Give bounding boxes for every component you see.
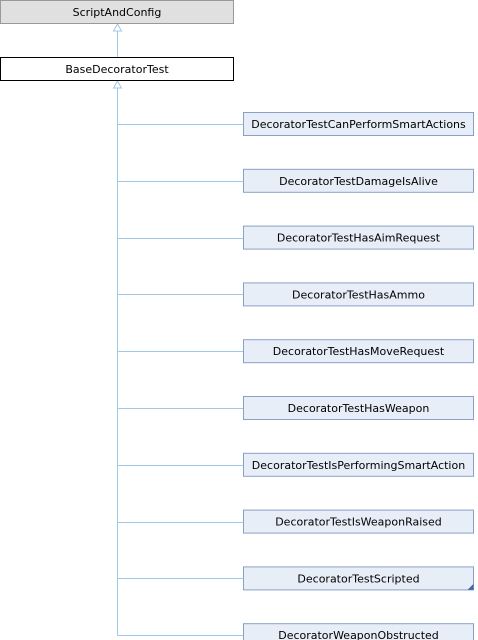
- inheritance-arrowhead: [112, 22, 123, 32]
- node-box: [243, 566, 474, 591]
- folded-corner-icon: [467, 583, 474, 590]
- node-label: DecoratorTestHasAmmo: [292, 288, 425, 301]
- node-box: [0, 57, 234, 81]
- node-script-and-config[interactable]: ScriptAndConfig: [0, 0, 234, 24]
- node-decorator-test-can-perform-smart-actions[interactable]: DecoratorTestCanPerformSmartActions: [243, 112, 474, 136]
- node-decorator-test-is-weapon-raised[interactable]: DecoratorTestIsWeaponRaised: [243, 509, 474, 534]
- node-box: [243, 339, 474, 364]
- node-box: [243, 509, 474, 534]
- node-label: DecoratorTestCanPerformSmartActions: [251, 118, 466, 131]
- node-decorator-test-has-ammo[interactable]: DecoratorTestHasAmmo: [243, 282, 474, 307]
- node-box: [243, 452, 474, 477]
- node-box: [0, 0, 234, 24]
- node-box: [243, 396, 474, 420]
- node-label: DecoratorTestScripted: [297, 572, 419, 585]
- node-box: [243, 282, 474, 307]
- node-label: DecoratorTestHasWeapon: [288, 402, 430, 415]
- node-label: DecoratorTestDamageIsAlive: [279, 175, 438, 188]
- node-box: [243, 112, 474, 136]
- inheritance-edges: [112, 22, 244, 636]
- inheritance-arrowhead: [112, 79, 123, 89]
- node-decorator-weapon-obstructed[interactable]: DecoratorWeaponObstructed: [243, 623, 474, 640]
- derived-classes: DecoratorTestCanPerformSmartActionsDecor…: [243, 112, 474, 640]
- node-box: [243, 225, 474, 250]
- node-decorator-test-has-weapon[interactable]: DecoratorTestHasWeapon: [243, 396, 474, 420]
- node-label: ScriptAndConfig: [73, 6, 162, 19]
- node-label: DecoratorTestIsPerformingSmartAction: [252, 459, 465, 472]
- node-decorator-test-is-performing-smart-action[interactable]: DecoratorTestIsPerformingSmartAction: [243, 452, 474, 477]
- node-label: DecoratorTestHasMoveRequest: [273, 345, 445, 358]
- node-decorator-test-damage-is-alive[interactable]: DecoratorTestDamageIsAlive: [243, 168, 474, 193]
- node-box: [243, 168, 474, 193]
- node-label: DecoratorTestHasAimRequest: [277, 232, 441, 245]
- node-label: BaseDecoratorTest: [65, 63, 169, 76]
- node-decorator-test-scripted[interactable]: DecoratorTestScripted: [243, 566, 474, 591]
- node-decorator-test-has-aim-request[interactable]: DecoratorTestHasAimRequest: [243, 225, 474, 250]
- node-base-decorator-test[interactable]: BaseDecoratorTest: [0, 57, 234, 81]
- node-decorator-test-has-move-request[interactable]: DecoratorTestHasMoveRequest: [243, 339, 474, 364]
- node-label: DecoratorWeaponObstructed: [278, 629, 439, 640]
- node-label: DecoratorTestIsWeaponRaised: [275, 516, 442, 529]
- node-box: [243, 623, 474, 640]
